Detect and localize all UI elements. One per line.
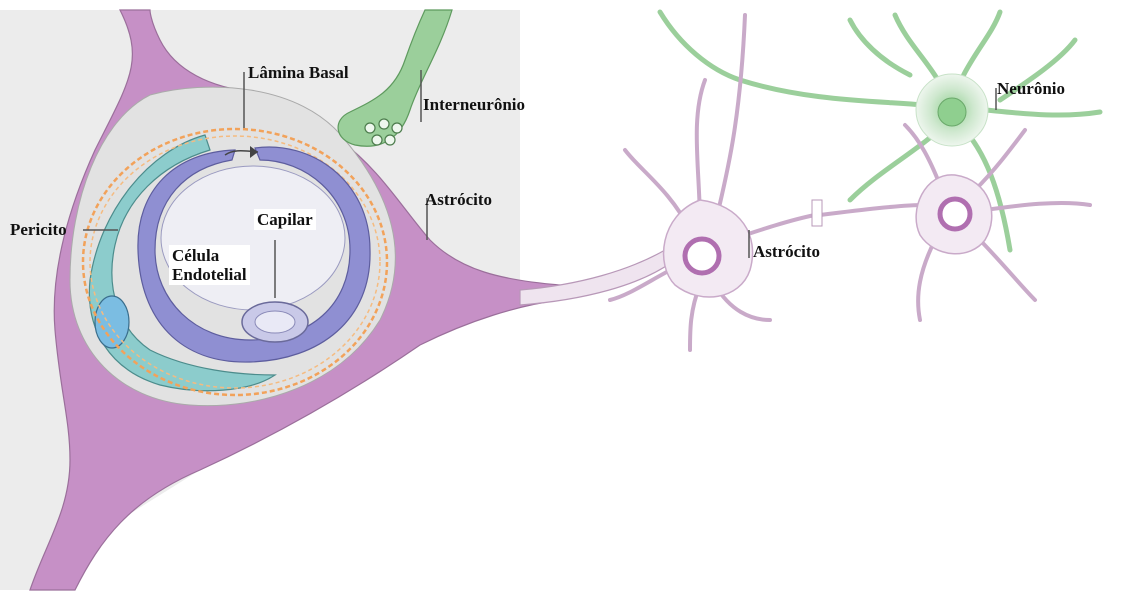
label-celula-line1: Célula xyxy=(172,246,247,265)
synaptic-vesicle xyxy=(365,123,375,133)
label-astrocito-2: Astrócito xyxy=(753,242,820,261)
label-capilar: Capilar xyxy=(254,209,316,230)
label-neuronio: Neurônio xyxy=(997,79,1065,98)
label-astrocito-1: Astrócito xyxy=(425,190,492,209)
label-pericito: Pericito xyxy=(10,220,67,239)
synaptic-vesicle xyxy=(385,135,395,145)
astrocyte-nucleus-left xyxy=(685,239,719,273)
neuron-nucleus xyxy=(938,98,966,126)
synaptic-vesicle xyxy=(379,119,389,129)
astrocyte-nucleus-right xyxy=(940,199,970,229)
label-celula-line2: Endotelial xyxy=(172,265,247,284)
endothelial-nucleus-inner xyxy=(255,311,295,333)
gap-junction xyxy=(812,200,822,226)
label-celula-endotelial: Célula Endotelial xyxy=(169,245,250,285)
label-interneuronio: Interneurônio xyxy=(423,95,525,114)
capillary-lumen xyxy=(161,166,345,310)
astrocyte-process xyxy=(520,250,672,305)
synaptic-vesicle xyxy=(372,135,382,145)
synaptic-vesicle xyxy=(392,123,402,133)
label-lamina-basal: Lâmina Basal xyxy=(248,63,349,82)
